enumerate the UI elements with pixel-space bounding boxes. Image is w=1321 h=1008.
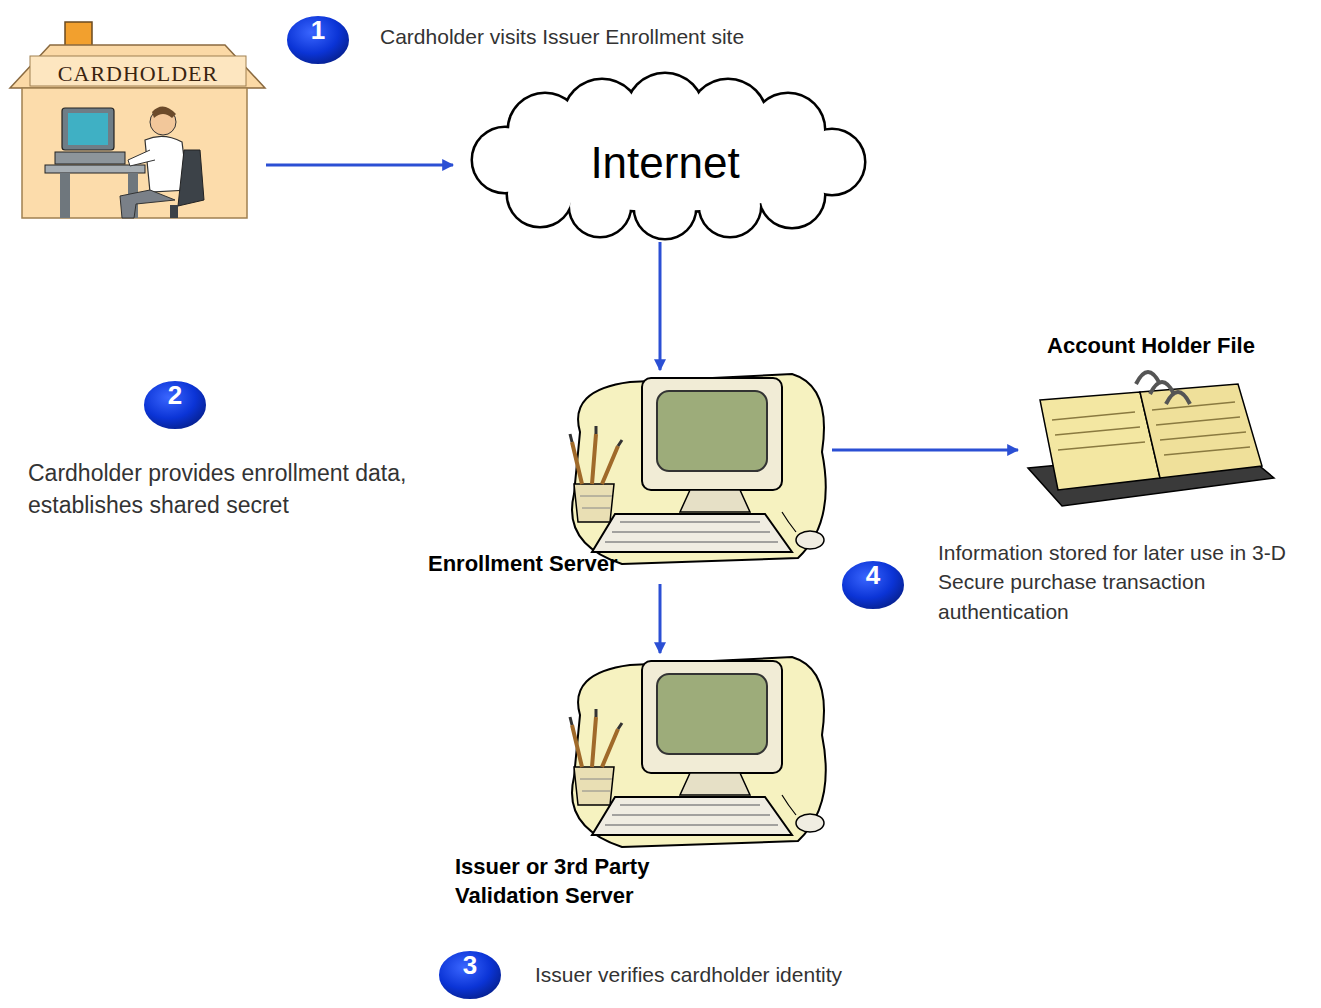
callout-number: 2 [143, 380, 207, 430]
step-note: Information stored for later use in 3-D … [938, 538, 1316, 626]
flow-arrow [659, 242, 662, 370]
callout-number: 4 [841, 560, 905, 610]
step-note: Cardholder provides enrollment data, est… [28, 457, 488, 521]
flow-arrow [266, 164, 453, 167]
cardholder-house: CARDHOLDER [10, 22, 266, 219]
flow-arrow [832, 449, 1018, 452]
enrollment-server: Enrollment Server [428, 372, 832, 584]
node-label: Enrollment Server [428, 550, 654, 579]
node-label: CARDHOLDER [30, 60, 246, 89]
step-note: Cardholder visits Issuer Enrollment site [380, 22, 900, 51]
step-note: Issuer verifies cardholder identity [535, 960, 955, 989]
flow-arrow [659, 584, 662, 653]
internet-cloud: Internet [455, 74, 875, 242]
node-label: Issuer or 3rd Party Validation Server [455, 853, 685, 910]
callout-number: 3 [438, 950, 502, 1000]
node-label: Account Holder File [1020, 332, 1282, 361]
callout-number: 1 [286, 15, 350, 65]
account-holder-file: Account Holder File [1020, 332, 1282, 522]
node-label: Internet [455, 134, 875, 191]
callout-number: 4 [841, 560, 905, 610]
validation-server: Issuer or 3rd Party Validation Server [455, 655, 832, 920]
callout-number: 1 [286, 15, 350, 65]
callout-number: 3 [438, 950, 502, 1000]
callout-number: 2 [143, 380, 207, 430]
